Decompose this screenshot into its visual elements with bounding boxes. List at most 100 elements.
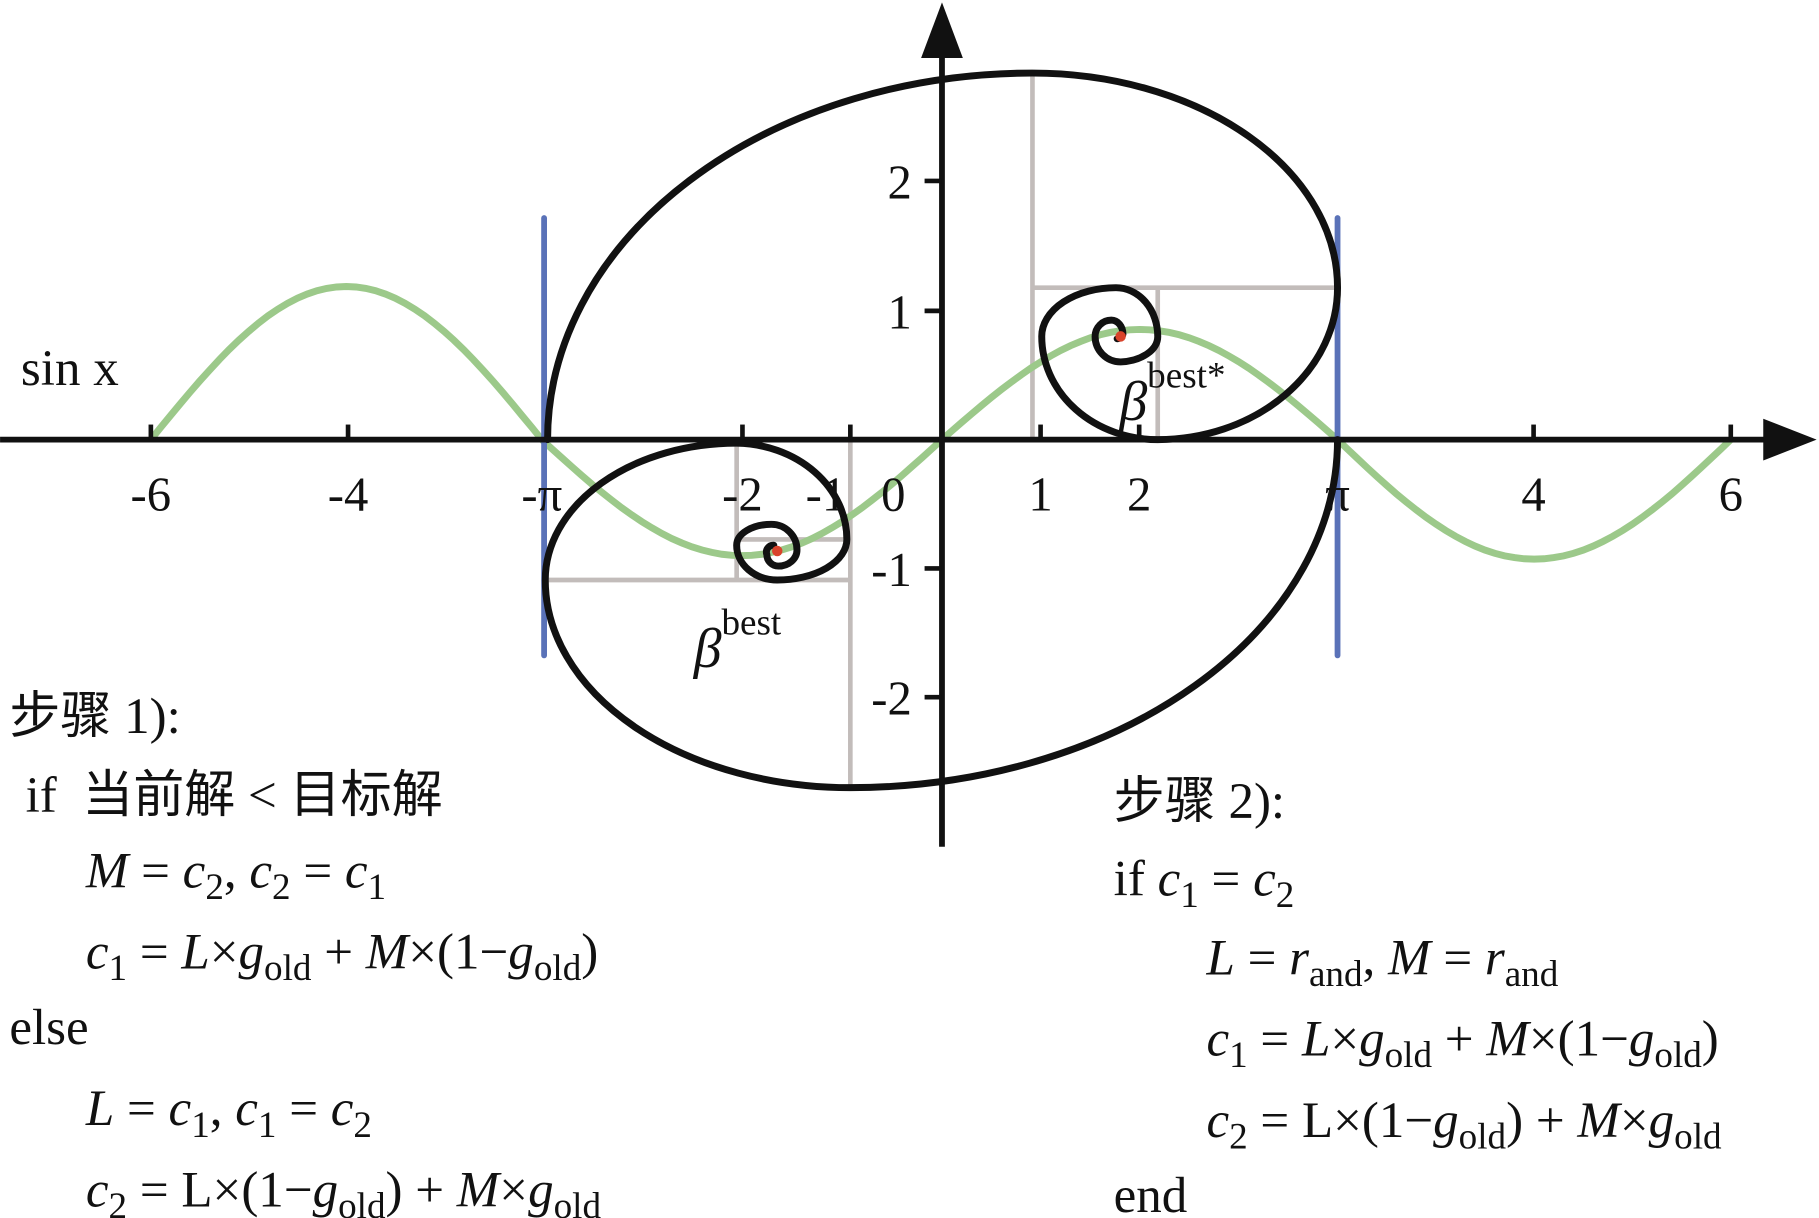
formula-part: g (1649, 1093, 1675, 1149)
x-tick-label: 2 (1127, 467, 1151, 521)
formula-part: c (86, 925, 109, 981)
formula-part: = (1248, 1012, 1302, 1068)
subscript: 2 (272, 867, 291, 908)
formula-part: g (1629, 1012, 1655, 1068)
formula-part: M (1485, 1012, 1531, 1068)
beta-superscript: best (721, 603, 781, 644)
formula-part: M (456, 1162, 502, 1218)
formula-part: r (1485, 930, 1505, 986)
subscript: and (1309, 954, 1363, 995)
subscript: 2 (1276, 875, 1295, 916)
step1-formula: L = c1, c1 = c2 (85, 1081, 372, 1146)
formula-part: g (313, 1162, 339, 1218)
subscript: 2 (109, 1186, 128, 1218)
formula-part: M (1576, 1093, 1622, 1149)
formula-part: ×(1− (1529, 1012, 1629, 1068)
x-axis-arrow-icon (1763, 418, 1817, 461)
formula-part: g (508, 925, 534, 981)
subscript: 1 (258, 1105, 277, 1146)
lower-golden-spiral (541, 436, 1342, 792)
formula-part: if (1114, 852, 1158, 908)
formula-part: M (365, 925, 411, 981)
step1-formula: c2 = L×(1−gold) + M×gold (86, 1162, 602, 1218)
formula-part: c (331, 1081, 354, 1137)
x-tick-label: π (1325, 467, 1350, 521)
step2-title: 步骤 2): (1114, 774, 1285, 830)
formula-part: c (1206, 1012, 1229, 1068)
formula-part: = (127, 925, 181, 981)
formula-part: = (291, 843, 345, 899)
y-tick-marks (924, 178, 942, 700)
formula-part: L (1301, 1012, 1330, 1068)
formula-part: c (249, 843, 272, 899)
y-tick-label: -1 (871, 543, 912, 597)
formula-part: × (1330, 1012, 1359, 1068)
subscript: 2 (1229, 1116, 1248, 1157)
x-tick-label: 0 (881, 467, 905, 521)
golden-rectangles (545, 73, 1338, 788)
x-tick-label: -4 (328, 467, 369, 521)
formula-part: L (180, 925, 209, 981)
formula-part: r (1289, 930, 1309, 986)
formula-part: c (183, 843, 206, 899)
subscript: 1 (1180, 875, 1199, 916)
formula-part: c (1158, 852, 1181, 908)
beta-best-label: βbest (693, 603, 782, 680)
formula-part: c (235, 1081, 258, 1137)
formula-part: , (224, 843, 250, 899)
beta-superscript: best* (1147, 355, 1225, 396)
subscript: 1 (191, 1105, 210, 1146)
x-tick-label: -π (521, 467, 562, 521)
x-tick-label: 4 (1521, 467, 1545, 521)
best-point (772, 545, 783, 557)
formula-part: = (1235, 930, 1289, 986)
formula-part: = (277, 1081, 331, 1137)
beta-best-star-label: βbest* (1118, 355, 1225, 432)
formula-part: = (128, 843, 182, 899)
step2-end: end (1114, 1168, 1188, 1218)
formula-part: , (210, 1081, 236, 1137)
x-tick-label: 6 (1719, 467, 1743, 521)
subscript: 1 (109, 948, 128, 989)
subscript: old (338, 1186, 386, 1218)
step1-pseudocode: 步骤 1): if 当前解 < 目标解 M = c2, c2 = c1 c1 =… (9, 689, 601, 1218)
formula-part: c (1253, 852, 1276, 908)
formula-part: g (528, 1162, 554, 1218)
step2-formula: L = rand, M = rand (1205, 930, 1558, 995)
subscript: 2 (353, 1105, 372, 1146)
step2-formula: c1 = L×gold + M×(1−gold) (1206, 1012, 1718, 1077)
y-axis-arrow-icon (921, 2, 963, 59)
y-tick-label: -2 (871, 672, 912, 726)
step1-formula: c1 = L×gold + M×(1−gold) (86, 925, 598, 990)
formula-part: L (85, 1081, 114, 1137)
subscript: old (1674, 1116, 1722, 1157)
formula-part: = (1199, 852, 1253, 908)
subscript: old (1654, 1035, 1702, 1076)
formula-part: + (311, 925, 365, 981)
y-tick-labels: 21-1-2 (871, 155, 912, 725)
axes (0, 52, 1770, 847)
formula-part: g (239, 925, 265, 981)
formula-part: = (1431, 930, 1485, 986)
step1-title: 步骤 1): (9, 689, 180, 745)
sin-label: sin x (21, 341, 119, 397)
formula-part: × (1620, 1093, 1649, 1149)
y-tick-label: 1 (887, 285, 911, 339)
formula-part: ) + (1506, 1093, 1577, 1149)
formula-part: g (1433, 1093, 1459, 1149)
step2-pseudocode: 步骤 2): if c1 = c2 L = rand, M = rand c1 … (1114, 774, 1722, 1218)
subscript: old (1385, 1035, 1433, 1076)
subscript: old (1459, 1116, 1507, 1157)
best-star-point (1115, 331, 1126, 342)
subscript: 1 (368, 867, 387, 908)
formula-part: ) (581, 925, 598, 981)
formula-part: = L×(1− (127, 1162, 312, 1218)
formula-part: = (114, 1081, 168, 1137)
formula-part: c (169, 1081, 192, 1137)
formula-part: g (1359, 1012, 1385, 1068)
step2-formula: c2 = L×(1−gold) + M×gold (1206, 1093, 1722, 1158)
subscript: old (264, 948, 312, 989)
formula-part: c (86, 1162, 109, 1218)
